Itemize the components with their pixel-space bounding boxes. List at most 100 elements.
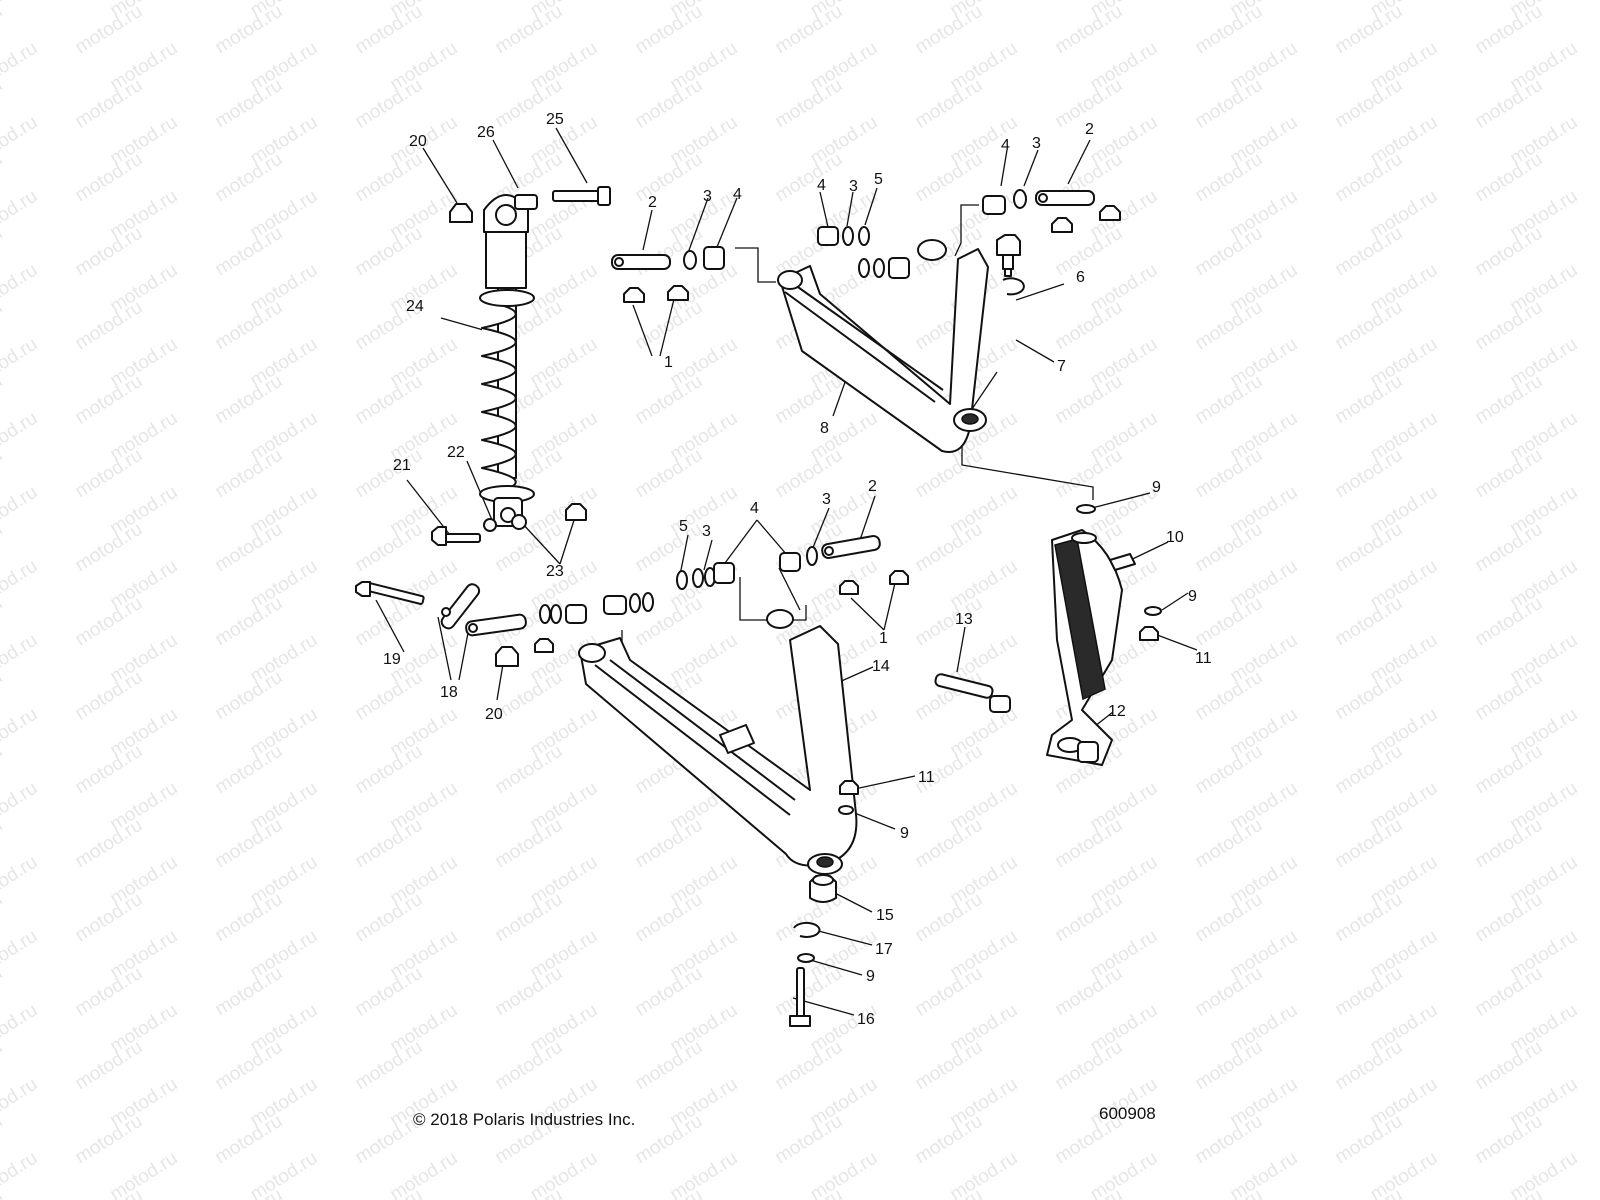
watermark-text: motod.ru xyxy=(212,75,287,133)
watermark-text: motod.ru xyxy=(1192,741,1267,799)
watermark-text: motod.ru xyxy=(0,889,6,947)
watermark-text: motod.ru xyxy=(632,815,707,873)
callout-label: 1 xyxy=(664,354,673,371)
watermark-text: motod.ru xyxy=(1192,297,1267,355)
watermark-text: motod.ru xyxy=(632,519,707,577)
watermark-text: motod.ru xyxy=(632,1111,707,1169)
watermark-text: motod.ru xyxy=(1332,741,1407,799)
watermark-text: motod.ru xyxy=(1192,889,1267,947)
callout-label: 23 xyxy=(546,563,564,580)
watermark-text: motod.ru xyxy=(1472,593,1547,651)
callout-label: 11 xyxy=(918,769,935,786)
watermark-text: motod.ru xyxy=(772,1111,847,1169)
watermark-text: motod.ru xyxy=(1332,667,1407,725)
watermark-text: motod.ru xyxy=(72,593,147,651)
watermark-text: motod.ru xyxy=(212,889,287,947)
watermark-text: motod.ru xyxy=(352,1,427,59)
watermark-text: motod.ru xyxy=(912,149,987,207)
watermark-text: motod.ru xyxy=(1332,445,1407,503)
watermark-text: motod.ru xyxy=(212,741,287,799)
watermark-text: motod.ru xyxy=(1192,815,1267,873)
watermark-text: motod.ru xyxy=(1227,1148,1302,1200)
watermark-text: motod.ru xyxy=(0,963,6,1021)
watermark-text: motod.ru xyxy=(632,371,707,429)
watermark-text: motod.ru xyxy=(212,1,287,59)
watermark-text: motod.ru xyxy=(492,1037,567,1095)
watermark-text: motod.ru xyxy=(632,75,707,133)
callout-labels: 20 26 25 2 3 4 4 3 5 4 3 2 6 7 1 24 8 22… xyxy=(383,111,1212,1028)
watermark-text: motod.ru xyxy=(527,1148,602,1200)
watermark-text: motod.ru xyxy=(72,1111,147,1169)
watermark-text: motod.ru xyxy=(0,1,6,59)
diagram-number: 600908 xyxy=(1099,1104,1156,1123)
callout-label: 9 xyxy=(900,825,909,842)
watermark-text: motod.ru xyxy=(0,260,41,318)
watermark-text: motod.ru xyxy=(492,1,567,59)
watermark-text: motod.ru xyxy=(1332,889,1407,947)
callout-label: 11 xyxy=(1195,650,1212,667)
upper-mid-pivot-hardware xyxy=(817,226,910,279)
callout-label: 9 xyxy=(1152,479,1161,496)
watermark-text: motod.ru xyxy=(212,963,287,1021)
watermark-text: motod.ru xyxy=(1192,1037,1267,1095)
callout-label: 3 xyxy=(1032,135,1041,152)
watermark-text: motod.ru xyxy=(0,334,41,392)
watermark-text: motod.ru xyxy=(0,38,41,96)
watermark-text: motod.ru xyxy=(807,1148,882,1200)
upper-right-pivot-hardware xyxy=(982,189,1121,296)
watermark-text: motod.ru xyxy=(0,408,41,466)
watermark-text: motod.ru xyxy=(352,223,427,281)
watermark-text: motod.ru xyxy=(632,889,707,947)
callout-label: 3 xyxy=(702,523,711,540)
watermark-text: motod.ru xyxy=(0,1037,6,1095)
callout-label: 9 xyxy=(1188,588,1197,605)
watermark-text: motod.ru xyxy=(0,1000,41,1058)
watermark-text: motod.ru xyxy=(772,75,847,133)
callout-label: 3 xyxy=(849,178,858,195)
watermark-text: motod.ru xyxy=(1332,519,1407,577)
shock-top-hardware xyxy=(449,186,611,223)
watermark-text: motod.ru xyxy=(1052,1,1127,59)
callout-label: 3 xyxy=(703,188,712,205)
callout-label: 20 xyxy=(409,133,427,150)
watermark-text: motod.ru xyxy=(0,519,6,577)
callout-label: 17 xyxy=(875,941,893,958)
callout-label: 15 xyxy=(876,907,894,924)
lower-rear-pivot-hardware xyxy=(355,581,654,667)
watermark-text: motod.ru xyxy=(1087,1148,1162,1200)
watermark-text: motod.ru xyxy=(72,889,147,947)
callout-label: 22 xyxy=(447,444,465,461)
watermark-text: motod.ru xyxy=(1052,1037,1127,1095)
callout-label: 20 xyxy=(485,706,503,723)
watermark-text: motod.ru xyxy=(0,75,6,133)
watermark-text: motod.ru xyxy=(912,445,987,503)
watermark-text: motod.ru xyxy=(1192,223,1267,281)
watermark-text: motod.ru xyxy=(0,704,41,762)
watermark-text: motod.ru xyxy=(212,445,287,503)
watermark-text: motod.ru xyxy=(72,815,147,873)
watermark-text: motod.ru xyxy=(72,149,147,207)
callout-label: 2 xyxy=(1085,121,1094,138)
lower-a-arm xyxy=(578,609,858,875)
watermark-text: motod.ru xyxy=(212,519,287,577)
watermark-text: motod.ru xyxy=(72,741,147,799)
watermark-text: motod.ru xyxy=(1367,1148,1442,1200)
watermark-text: motod.ru xyxy=(632,1037,707,1095)
watermark-text: motod.ru xyxy=(0,630,41,688)
watermark-text: motod.ru xyxy=(212,371,287,429)
watermark-text: motod.ru xyxy=(72,963,147,1021)
callout-label: 1 xyxy=(879,630,888,647)
watermark-text: motod.ru xyxy=(912,1,987,59)
callout-label: 5 xyxy=(874,171,883,188)
watermark-text: motod.ru xyxy=(1192,445,1267,503)
watermark-text: motod.ru xyxy=(1332,1037,1407,1095)
watermark-text: motod.ru xyxy=(1472,667,1547,725)
steering-knuckle xyxy=(1046,529,1136,766)
watermark-text: motod.ru xyxy=(492,963,567,1021)
callout-label: 19 xyxy=(383,651,401,668)
watermark-text: motod.ru xyxy=(1332,297,1407,355)
watermark-text: motod.ru xyxy=(772,1,847,59)
watermark-text: motod.ru xyxy=(772,371,847,429)
shock-bottom-hardware xyxy=(431,503,587,546)
watermark-text: motod.ru xyxy=(912,889,987,947)
